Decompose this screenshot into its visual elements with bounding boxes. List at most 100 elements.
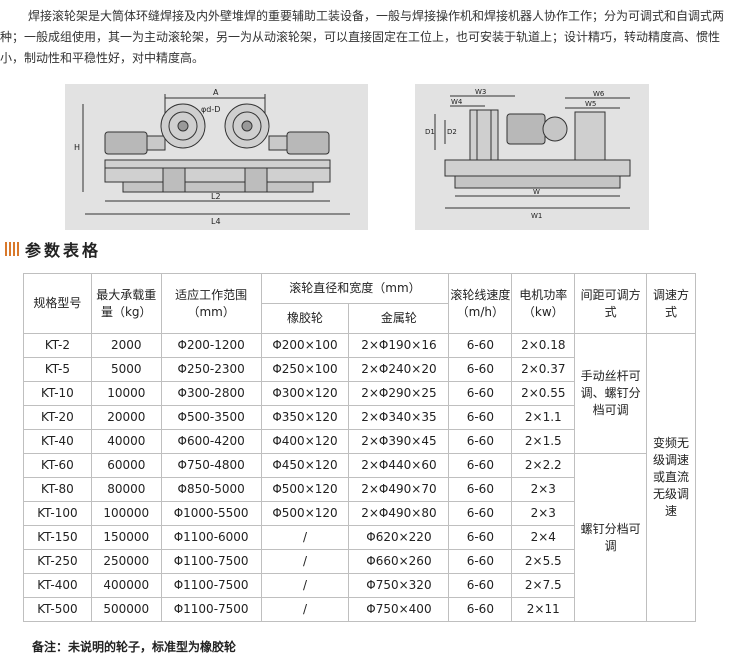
cell-load: 2000 — [90, 333, 162, 358]
cell-model: KT-10 — [23, 381, 92, 406]
cell-model: KT-400 — [23, 573, 92, 598]
cell-speed: 6-60 — [448, 549, 513, 574]
side-view-svg: W3 W4 W6 W5 D1 D2 W W1 — [425, 88, 631, 220]
cell-power: 2×3 — [511, 477, 576, 502]
cell-model: KT-40 — [23, 429, 92, 454]
header-speed-mode: 调速方式 — [646, 273, 696, 334]
cell-metal: Φ750×320 — [348, 573, 450, 598]
cell-load: 80000 — [90, 477, 162, 502]
cell-speed: 6-60 — [448, 525, 513, 550]
cell-load: 10000 — [90, 381, 162, 406]
cell-power: 2×5.5 — [511, 549, 576, 574]
label-d: φd-D — [201, 105, 220, 114]
cell-speed: 6-60 — [448, 429, 513, 454]
cell-range: Φ300-2800 — [160, 381, 262, 406]
header-wheel: 滚轮直径和宽度（mm） — [260, 273, 450, 304]
cell-speed: 6-60 — [448, 357, 513, 382]
header-speed: 滚轮线速度（m/h） — [448, 273, 513, 334]
section-title: 参数表格 — [25, 241, 102, 260]
cell-model: KT-2 — [23, 333, 92, 358]
cell-range: Φ500-3500 — [160, 405, 262, 430]
cell-range: Φ1100-7500 — [160, 573, 262, 598]
cell-metal: 2×Φ290×25 — [348, 381, 450, 406]
cell-speed-mode: 变频无级调速或直流无级调速 — [646, 333, 696, 622]
cell-speed: 6-60 — [448, 477, 513, 502]
footnote: 备注：未说明的轮子，标准型为橡胶轮 — [32, 640, 237, 654]
cell-speed: 6-60 — [448, 381, 513, 406]
cell-metal: Φ750×400 — [348, 597, 450, 622]
cell-metal: 2×Φ340×35 — [348, 405, 450, 430]
cell-rubber: Φ450×120 — [260, 453, 350, 478]
cell-rubber: Φ200×100 — [260, 333, 350, 358]
cell-rubber: Φ250×100 — [260, 357, 350, 382]
cell-model: KT-250 — [23, 549, 92, 574]
header-adjust: 间距可调方式 — [574, 273, 648, 334]
label-l4: L4 — [211, 217, 221, 226]
label-w6: W6 — [593, 90, 605, 98]
cell-speed: 6-60 — [448, 597, 513, 622]
cell-range: Φ200-1200 — [160, 333, 262, 358]
label-w4: W4 — [451, 98, 463, 106]
cell-metal: 2×Φ440×60 — [348, 453, 450, 478]
cell-model: KT-500 — [23, 597, 92, 622]
cell-speed: 6-60 — [448, 333, 513, 358]
cell-adjust-group2: 螺钉分档可调 — [574, 453, 648, 622]
cell-load: 20000 — [90, 405, 162, 430]
header-load: 最大承载重量（kg） — [90, 273, 162, 334]
cell-power: 2×3 — [511, 501, 576, 526]
cell-rubber: Φ300×120 — [260, 381, 350, 406]
cell-load: 500000 — [90, 597, 162, 622]
label-d1: D1 — [425, 128, 435, 136]
cell-metal: 2×Φ490×70 — [348, 477, 450, 502]
cell-rubber: Φ500×120 — [260, 501, 350, 526]
cell-load: 60000 — [90, 453, 162, 478]
header-metal: 金属轮 — [348, 303, 450, 334]
label-h: H — [74, 143, 80, 152]
cell-rubber: / — [260, 549, 350, 574]
cell-metal: 2×Φ240×20 — [348, 357, 450, 382]
cell-rubber: / — [260, 525, 350, 550]
cell-range: Φ1100-7500 — [160, 549, 262, 574]
cell-range: Φ250-2300 — [160, 357, 262, 382]
header-rubber: 橡胶轮 — [260, 303, 350, 334]
cell-metal: 2×Φ490×80 — [348, 501, 450, 526]
cell-speed: 6-60 — [448, 453, 513, 478]
cell-rubber: Φ500×120 — [260, 477, 350, 502]
front-view-svg: A φd-D H L2 L4 — [74, 88, 350, 226]
cell-power: 2×0.55 — [511, 381, 576, 406]
cell-rubber: Φ400×120 — [260, 429, 350, 454]
label-w: W — [533, 188, 540, 196]
cell-speed: 6-60 — [448, 405, 513, 430]
cell-adjust-group1: 手动丝杆可调、螺钉分档可调 — [574, 333, 648, 454]
cell-load: 400000 — [90, 573, 162, 598]
front-view-drawing: A φd-D H L2 L4 — [65, 84, 368, 230]
cell-speed: 6-60 — [448, 573, 513, 598]
cell-power: 2×1.5 — [511, 429, 576, 454]
cell-range: Φ850-5000 — [160, 477, 262, 502]
cell-power: 2×11 — [511, 597, 576, 622]
label-d2: D2 — [447, 128, 457, 136]
header-range: 适应工作范围（mm） — [160, 273, 262, 334]
cell-speed: 6-60 — [448, 501, 513, 526]
cell-power: 2×7.5 — [511, 573, 576, 598]
label-a: A — [213, 88, 219, 97]
cell-range: Φ600-4200 — [160, 429, 262, 454]
side-view-drawing: W3 W4 W6 W5 D1 D2 W W1 — [415, 84, 649, 230]
cell-load: 40000 — [90, 429, 162, 454]
cell-power: 2×4 — [511, 525, 576, 550]
cell-load: 150000 — [90, 525, 162, 550]
cell-model: KT-20 — [23, 405, 92, 430]
cell-load: 100000 — [90, 501, 162, 526]
cell-metal: Φ620×220 — [348, 525, 450, 550]
cell-rubber: Φ350×120 — [260, 405, 350, 430]
label-l2: L2 — [211, 192, 221, 201]
cell-range: Φ1100-7500 — [160, 597, 262, 622]
cell-power: 2×1.1 — [511, 405, 576, 430]
cell-model: KT-80 — [23, 477, 92, 502]
